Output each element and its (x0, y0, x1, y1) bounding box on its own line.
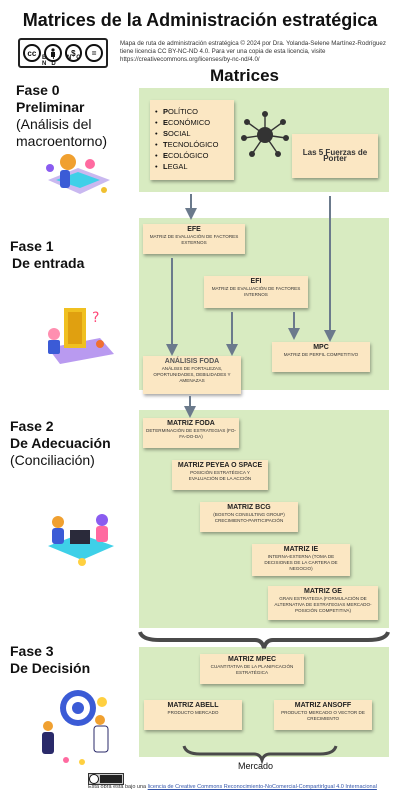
efi-desc: MATRIZ DE EVALUACIÓN DE FACTORES INTERNO… (211, 286, 301, 297)
ie-card[interactable]: MATRIZ IE INTERNA-EXTERNA (TOMA DE DECIS… (252, 544, 350, 576)
phase1-label: Fase 1 De entrada (10, 238, 84, 272)
foda-analysis-title: ANÁLISIS FODA (164, 358, 220, 365)
page-title: Matrices de la Administración estratégic… (22, 10, 378, 30)
matriz-foda-card[interactable]: MATRIZ FODA DETERMINACIÓN DE ESTRATEGIAS… (143, 418, 239, 448)
cc-nd-label: ND (42, 61, 61, 67)
pestel-item: TECNOLÓGICO (155, 139, 229, 150)
ge-desc: GRAN ESTRATEGIA (FORMULACIÓN DE ALTERNAT… (274, 596, 372, 613)
foda-analysis-desc: ANÁLISIS DE FORTALEZAS, OPORTUNIDADES, D… (153, 366, 231, 383)
mpc-desc: MATRIZ DE PERFIL COMPETITIVO (283, 352, 359, 357)
target-illustration (42, 690, 109, 765)
phase3-label: Fase 3 De Decisión (10, 643, 90, 677)
cc-icon: cc (23, 44, 41, 62)
phase1-name: De entrada (12, 255, 85, 271)
matrices-heading: Matrices (210, 66, 279, 85)
efi-card[interactable]: EFI MATRIZ DE EVALUACIÓN DE FACTORES INT… (204, 276, 308, 308)
ge-title: MATRIZ GE (304, 588, 342, 595)
mpc-title: MPC (313, 344, 329, 351)
phase2-number: Fase 2 (10, 418, 54, 434)
pestel-item: POLÍTICO (155, 106, 229, 117)
ge-card[interactable]: MATRIZ GE GRAN ESTRATEGIA (FORMULACIÓN D… (268, 586, 378, 620)
door-illustration: ? (48, 308, 114, 364)
footer-license-link[interactable]: licencia de Creative Commons Reconocimie… (147, 784, 377, 790)
ie-title: MATRIZ IE (283, 546, 319, 553)
cc-nc-label: NC (66, 55, 86, 61)
pestel-list: POLÍTICO ECONÓMICO SOCIAL TECNOLÓGICO EC… (150, 100, 234, 180)
noncommercial-icon: $ (64, 44, 83, 62)
efi-title: EFI (250, 278, 262, 285)
ie-desc: INTERNA-EXTERNA (TOMA DE DECISIONES DE L… (264, 554, 338, 571)
mpec-desc: CUANTITATIVA DE LA PLANIFICACIÓN ESTRATÉ… (210, 664, 294, 675)
peyea-title: MATRIZ PEYEA O SPACE (177, 462, 263, 469)
efe-desc: MATRIZ DE EVALUACIÓN DE FACTORES EXTERNO… (149, 234, 239, 245)
analysis-illustration (46, 154, 110, 194)
mpec-card[interactable]: MATRIZ MPEC CUANTITATIVA DE LA PLANIFICA… (200, 654, 304, 684)
footer-note: Esta obra está bajo una licencia de Crea… (88, 784, 377, 790)
pestel-item: SOCIAL (155, 128, 229, 139)
attribution-icon (43, 44, 62, 62)
abell-desc: PRODUCTO MERCADO (167, 710, 219, 715)
ansoff-title: MATRIZ ANSOFF (294, 702, 352, 709)
cc-terms: BY NC ND (42, 55, 106, 67)
peyea-desc: POSICIÓN ESTRATÉGICA Y EVALUACIÓN DE LA … (188, 470, 252, 481)
phase2-name: De Adecuación (10, 435, 111, 451)
efe-title: EFE (187, 226, 201, 233)
cc-by-label: BY (42, 55, 61, 61)
phase0-sub2: macroentorno) (16, 133, 108, 149)
pestel-item: ECONÓMICO (155, 117, 229, 128)
phase3-number: Fase 3 (10, 643, 54, 659)
matriz-foda-desc: DETERMINACIÓN DE ESTRATEGIAS (FO-FA-DO-D… (146, 428, 237, 439)
cc-footer-logo[interactable] (88, 773, 124, 785)
cc-license-badge[interactable]: cc $ = BY NC ND (18, 38, 108, 68)
phase3-name: De Decisión (10, 660, 91, 676)
mpc-card[interactable]: MPC MATRIZ DE PERFIL COMPETITIVO (272, 342, 370, 372)
phase2-sub: (Conciliación) (10, 452, 95, 468)
phase2-brace (138, 631, 390, 649)
efe-card[interactable]: EFE MATRIZ DE EVALUACIÓN DE FACTORES EXT… (143, 224, 245, 254)
matriz-foda-title: MATRIZ FODA (167, 420, 215, 427)
puzzle-illustration (48, 514, 114, 566)
phase2-label: Fase 2 De Adecuación (Conciliación) (10, 418, 111, 469)
noderivatives-icon: = (85, 44, 103, 62)
bcg-desc: (BOSTON CONSULTING GROUP) CRECIMIENTO-PA… (213, 512, 285, 523)
porter-card[interactable]: Las 5 Fuerzas de Porter (292, 134, 378, 178)
bcg-title: MATRIZ BCG (227, 504, 271, 511)
bcg-card[interactable]: MATRIZ BCG (BOSTON CONSULTING GROUP) CRE… (200, 502, 298, 532)
footer-text: Esta obra está bajo una (88, 784, 148, 790)
pestel-item: LEGAL (155, 161, 229, 172)
svg-text:?: ? (92, 310, 99, 326)
foda-analysis-card[interactable]: ANÁLISIS FODA ANÁLISIS DE FORTALEZAS, OP… (143, 356, 241, 394)
mpec-title: MATRIZ MPEC (227, 656, 277, 663)
phase1-number: Fase 1 (10, 238, 54, 254)
phase0-number: Fase 0 (16, 82, 60, 98)
pestel-item: ECOLÓGICO (155, 150, 229, 161)
ansoff-desc: PRODUCTO MERCADO O VECTOR DE CRECIMIENTO (281, 710, 365, 721)
mercado-label: Mercado (238, 761, 274, 771)
hub-icon (241, 111, 289, 157)
phase0-label: Fase 0 Preliminar (Análisis del macroent… (16, 82, 107, 150)
phase0-name: Preliminar (16, 99, 85, 115)
abell-card[interactable]: MATRIZ ABELL PRODUCTO MERCADO (144, 700, 242, 730)
abell-title: MATRIZ ABELL (167, 702, 219, 709)
license-text: Mapa de ruta de administración estratégi… (120, 40, 386, 63)
peyea-card[interactable]: MATRIZ PEYEA O SPACE POSICIÓN ESTRATÉGIC… (172, 460, 268, 490)
ansoff-card[interactable]: MATRIZ ANSOFF PRODUCTO MERCADO O VECTOR … (274, 700, 372, 730)
phase0-sub1: (Análisis del (16, 116, 92, 132)
